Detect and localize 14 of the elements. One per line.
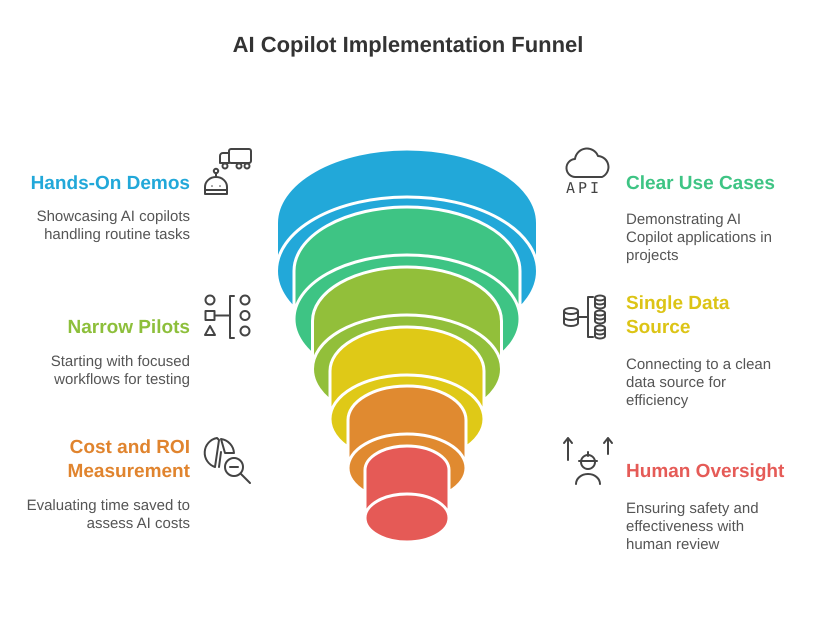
step-description: Starting with focused workflows for testing — [50, 353, 190, 389]
step-description: Connecting to a clean data source for efficiency — [626, 356, 772, 410]
step-description: Ensuring safety and effectiveness with human review — [626, 500, 760, 554]
step-heading: Human Oversight — [626, 460, 786, 484]
step-description: Demonstrating AI Copilot applications in projects — [626, 211, 773, 265]
diagram-title: AI Copilot Implementation Funnel — [232, 32, 584, 58]
step-heading: Narrow Pilots — [66, 316, 190, 340]
step-heading: Clear Use Cases — [626, 172, 776, 196]
step-heading: Single Data Source — [626, 292, 730, 340]
step-description: Showcasing AI copilots handling routine tasks — [36, 208, 190, 244]
step-heading: Hands-On Demos — [30, 172, 190, 196]
step-description: Evaluating time saved to assess AI costs — [26, 497, 190, 533]
step-heading: Cost and ROI Measurement — [66, 436, 190, 484]
api-label: API — [566, 180, 602, 196]
